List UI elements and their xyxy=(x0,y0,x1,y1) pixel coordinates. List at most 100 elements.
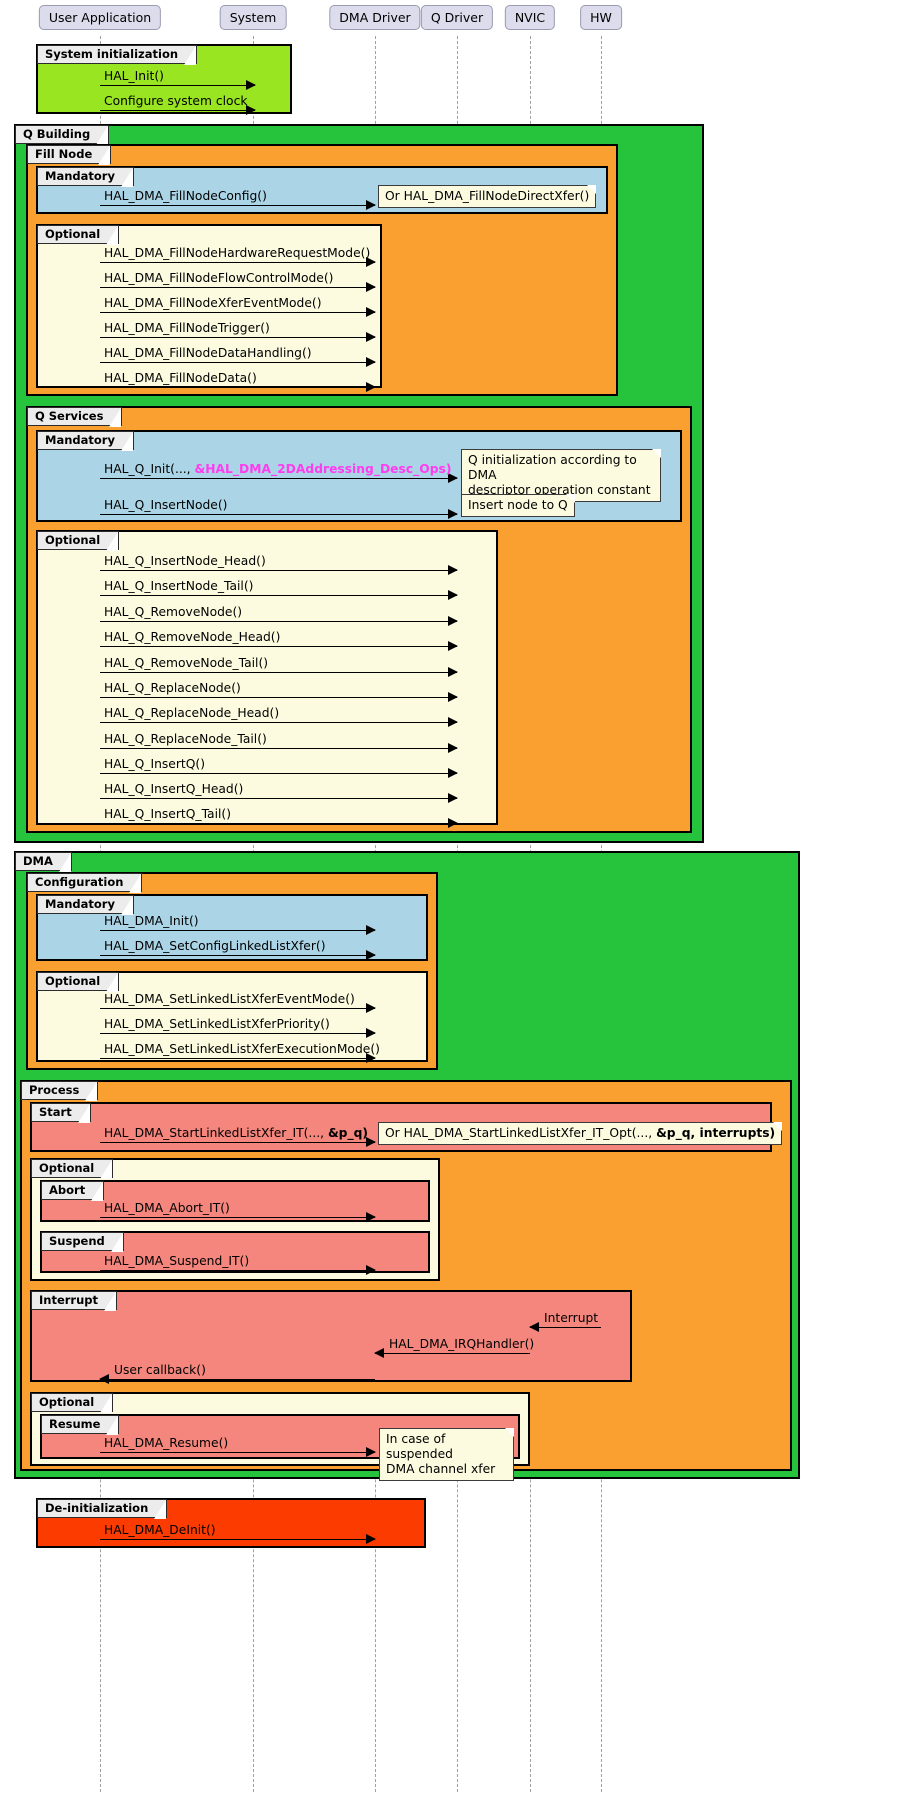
arrow-head-icon xyxy=(448,473,458,483)
message-line xyxy=(100,312,375,313)
participant-nvic[interactable]: NVIC xyxy=(504,5,556,30)
message-line xyxy=(100,1008,375,1009)
note-fold-icon xyxy=(587,185,597,194)
group-title: Abort xyxy=(41,1181,105,1201)
group-title: Mandatory xyxy=(37,431,134,451)
note-or-start-linked-list-xfer-it-opt: Or HAL_DMA_StartLinkedListXfer_IT_Opt(..… xyxy=(378,1122,783,1145)
participant-system[interactable]: System xyxy=(219,5,287,30)
arrow-head-icon xyxy=(529,1322,539,1332)
group-dma-config-mandatory: Mandatory xyxy=(36,894,428,961)
message-label: HAL_DMA_FillNodeXferEventMode() xyxy=(104,296,322,310)
message-line xyxy=(100,672,457,673)
message-line xyxy=(100,748,457,749)
message-label: Configure system clock xyxy=(104,94,248,108)
message-label: HAL_Q_InsertQ_Tail() xyxy=(104,807,232,821)
arrow-head-icon xyxy=(448,717,458,727)
arrow-head-icon xyxy=(366,1534,376,1544)
message-line xyxy=(100,362,375,363)
arrow-head-icon xyxy=(366,1137,376,1147)
arrow-head-icon xyxy=(448,590,458,600)
message-label: HAL_Q_InsertQ_Head() xyxy=(104,782,244,796)
message-label: HAL_DMA_FillNodeData() xyxy=(104,371,257,385)
arrow-head-icon xyxy=(366,257,376,267)
group-title: Optional xyxy=(37,225,120,245)
group-dma-config-optional: Optional xyxy=(36,971,428,1062)
message-label: HAL_DMA_SetLinkedListXferPriority() xyxy=(104,1017,330,1031)
note-text-line2: DMA channel xfer xyxy=(386,1462,496,1476)
group-title: Configuration xyxy=(27,873,143,893)
group-title: De-initialization xyxy=(37,1499,168,1519)
arrow-head-icon xyxy=(366,1447,376,1457)
arrow-head-icon xyxy=(448,641,458,651)
note-fold-icon xyxy=(565,494,575,503)
message-line xyxy=(100,1452,375,1453)
message-label: HAL_DMA_SetLinkedListXferEventMode() xyxy=(104,992,355,1006)
note-q-init-description: Q initialization according to DMA descri… xyxy=(461,449,661,502)
message-label: HAL_Q_ReplaceNode_Tail() xyxy=(104,732,267,746)
group-title: Suspend xyxy=(41,1232,124,1252)
message-label: HAL_Q_InsertQ() xyxy=(104,757,206,771)
message-label: HAL_DMA_IRQHandler() xyxy=(389,1337,535,1351)
note-text-line1: Q initialization according to DMA xyxy=(468,453,637,482)
message-line xyxy=(100,595,457,596)
group-title: Q Services xyxy=(27,407,123,427)
message-label: HAL_Q_InsertNode_Tail() xyxy=(104,579,254,593)
arrow-head-icon xyxy=(366,357,376,367)
group-title: Start xyxy=(31,1103,91,1123)
message-line xyxy=(100,930,375,931)
group-title: System initialization xyxy=(37,45,198,65)
arrow-head-icon xyxy=(448,743,458,753)
message-label: HAL_DMA_Abort_IT() xyxy=(104,1201,230,1215)
arrow-head-icon xyxy=(448,509,458,519)
group-title: DMA xyxy=(15,852,72,872)
group-system-initialization: System initialization xyxy=(36,44,292,114)
participant-hw[interactable]: HW xyxy=(580,5,622,30)
message-line xyxy=(100,1539,375,1540)
note-insert-node-to-q: Insert node to Q xyxy=(461,494,575,517)
participant-label: DMA Driver xyxy=(339,10,411,25)
participant-label: User Application xyxy=(48,10,152,25)
note-resume-suspended-xfer: In case of suspended DMA channel xfer xyxy=(379,1428,514,1481)
note-text: Insert node to Q xyxy=(468,498,568,512)
arrow-head-icon xyxy=(366,1265,376,1275)
group-interrupt: Interrupt xyxy=(30,1290,632,1382)
arrow-head-icon xyxy=(366,282,376,292)
message-label: HAL_Init() xyxy=(104,69,164,83)
arrow-head-icon xyxy=(366,1028,376,1038)
message-line xyxy=(375,1353,530,1354)
arrow-head-icon xyxy=(366,1003,376,1013)
group-title: Optional xyxy=(37,531,120,551)
message-label-prefix: HAL_DMA_StartLinkedListXfer_IT(..., xyxy=(104,1126,328,1140)
message-label: HAL_DMA_DeInit() xyxy=(104,1523,216,1537)
note-text-line2: descriptor operation constant xyxy=(468,483,651,497)
message-line xyxy=(100,1142,375,1143)
group-q-services-optional: Optional xyxy=(36,530,498,825)
note-text-prefix: Or HAL_DMA_StartLinkedListXfer_IT_Opt(..… xyxy=(385,1126,657,1140)
message-line xyxy=(100,1058,375,1059)
note-or-fill-node-direct-xfer: Or HAL_DMA_FillNodeDirectXfer() xyxy=(378,185,597,208)
message-line xyxy=(100,646,457,647)
message-line xyxy=(100,205,375,206)
message-line xyxy=(100,697,457,698)
arrow-head-icon xyxy=(99,1374,109,1384)
message-line xyxy=(100,722,457,723)
message-label: HAL_DMA_FillNodeHardwareRequestMode() xyxy=(104,246,371,260)
message-label: HAL_DMA_FillNodeDataHandling() xyxy=(104,346,312,360)
message-label: User callback() xyxy=(114,1363,206,1377)
arrow-head-icon xyxy=(366,332,376,342)
group-title: Mandatory xyxy=(37,895,134,915)
note-text: Or HAL_DMA_FillNodeDirectXfer() xyxy=(385,189,590,203)
message-label: HAL_DMA_SetLinkedListXferExecutionMode() xyxy=(104,1042,380,1056)
arrow-head-icon xyxy=(246,80,256,90)
note-fold-icon xyxy=(505,1428,514,1437)
group-fill-node-optional: Optional xyxy=(36,224,382,388)
arrow-head-icon xyxy=(448,793,458,803)
participant-user-application[interactable]: User Application xyxy=(38,5,162,30)
group-title: Optional xyxy=(31,1159,114,1179)
arrow-head-icon xyxy=(448,616,458,626)
message-label: HAL_Q_InsertNode_Head() xyxy=(104,554,266,568)
participant-dma-driver[interactable]: DMA Driver xyxy=(329,5,421,30)
participant-q-driver[interactable]: Q Driver xyxy=(420,5,494,30)
participant-label: Q Driver xyxy=(430,10,484,25)
message-line xyxy=(100,1217,375,1218)
